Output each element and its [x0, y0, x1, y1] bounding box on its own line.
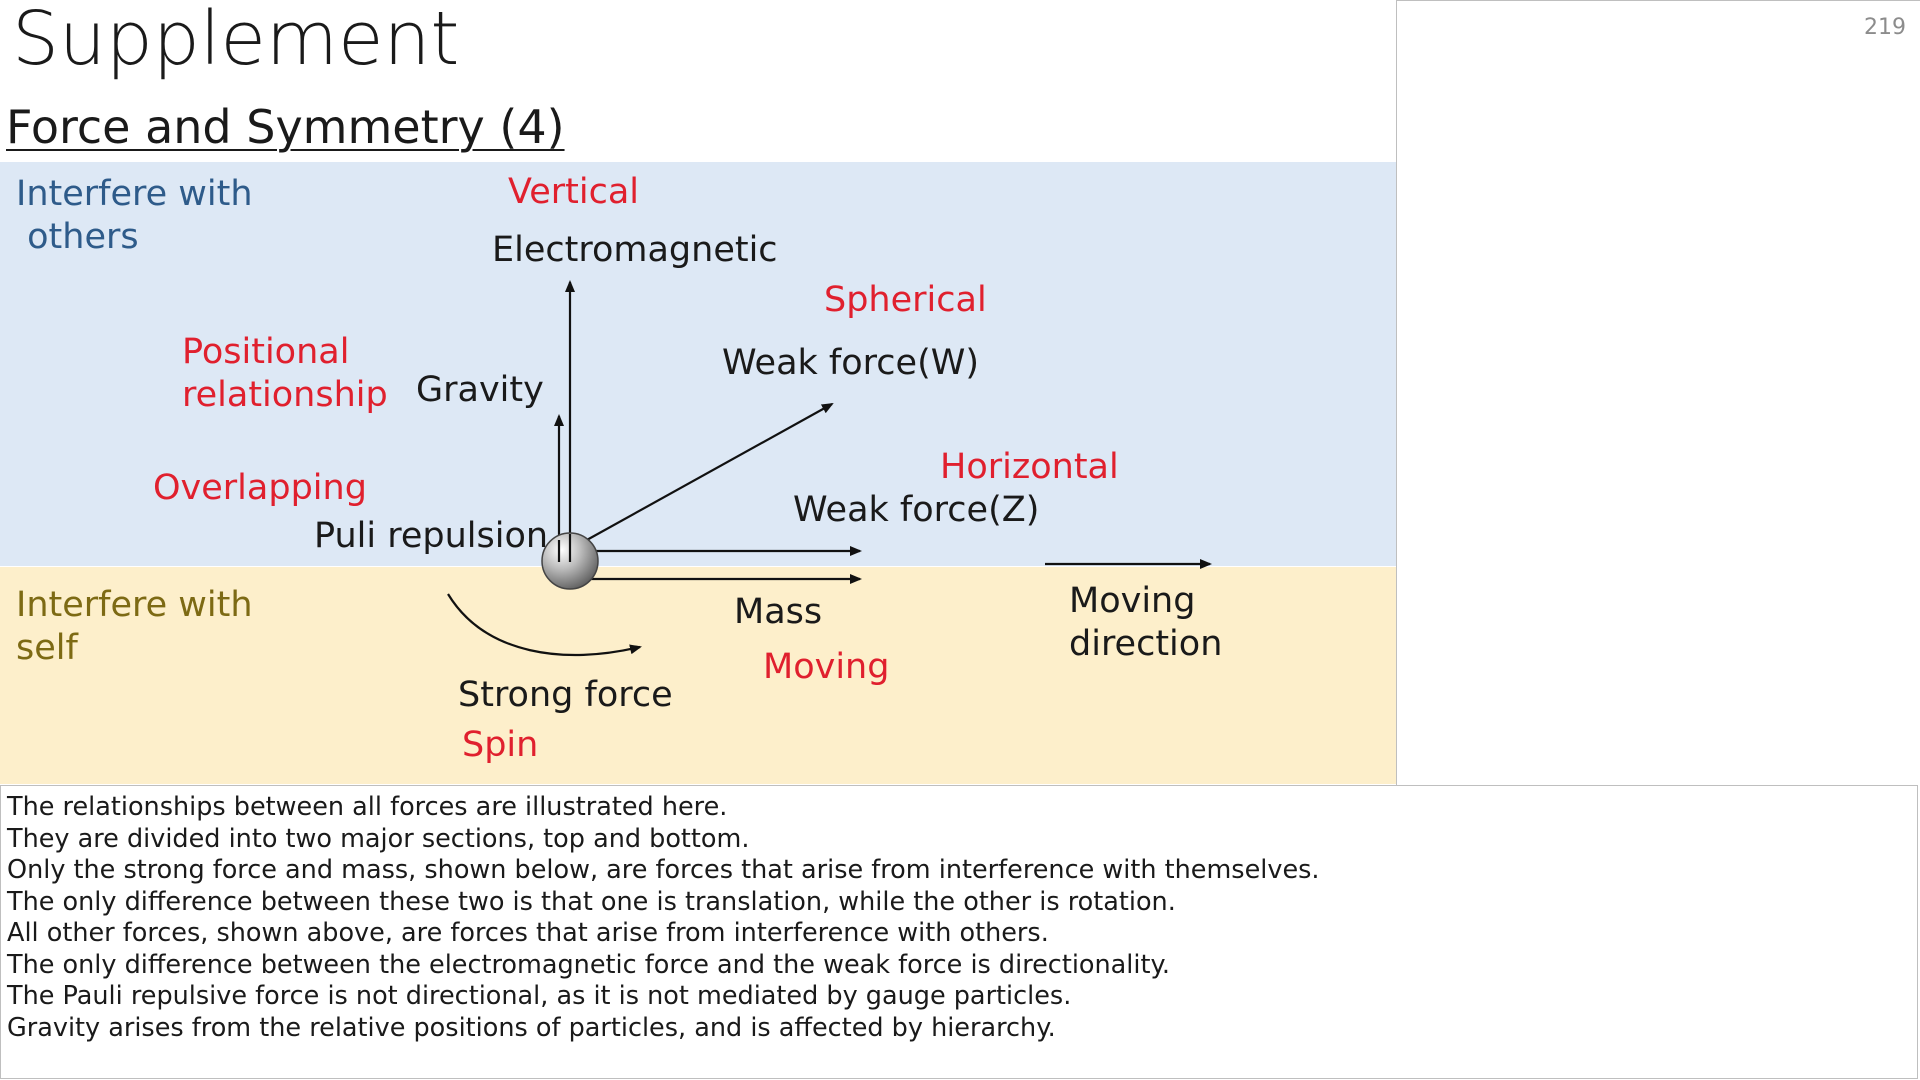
label-vertical: Vertical	[508, 172, 639, 212]
label-positional-relationship: Positional relationship	[182, 331, 388, 417]
slide: Supplement Force and Symmetry (4) Interf…	[0, 0, 1396, 784]
right-panel: 219	[1396, 0, 1920, 785]
label-spherical: Spherical	[824, 280, 987, 320]
label-gravity: Gravity	[416, 370, 544, 410]
label-spin: Spin	[462, 725, 538, 765]
label-electromagnetic: Electromagnetic	[492, 230, 778, 270]
note-line: Only the strong force and mass, shown be…	[7, 855, 1917, 887]
note-line: Gravity arises from the relative positio…	[7, 1013, 1917, 1045]
label-mass: Mass	[734, 592, 822, 632]
note-line: The only difference between these two is…	[7, 887, 1917, 919]
notes-panel: The relationships between all forces are…	[0, 785, 1918, 1079]
label-moving: Moving	[763, 647, 889, 687]
label-overlapping: Overlapping	[153, 468, 367, 508]
note-line: They are divided into two major sections…	[7, 824, 1917, 856]
note-line: The Pauli repulsive force is not directi…	[7, 981, 1917, 1013]
strong-force-arrow	[448, 594, 640, 655]
note-line: The relationships between all forces are…	[7, 792, 1917, 824]
label-strong-force: Strong force	[458, 675, 673, 715]
label-weak-force-w: Weak force(W)	[722, 343, 979, 383]
label-horizontal: Horizontal	[940, 447, 1119, 487]
label-moving-direction: Moving direction	[1069, 580, 1222, 666]
note-line: All other forces, shown above, are force…	[7, 918, 1917, 950]
page-number: 219	[1864, 15, 1906, 40]
note-line: The only difference between the electrom…	[7, 950, 1917, 982]
label-puli-repulsion: Puli repulsion	[314, 516, 548, 556]
label-weak-force-z: Weak force(Z)	[793, 490, 1039, 530]
